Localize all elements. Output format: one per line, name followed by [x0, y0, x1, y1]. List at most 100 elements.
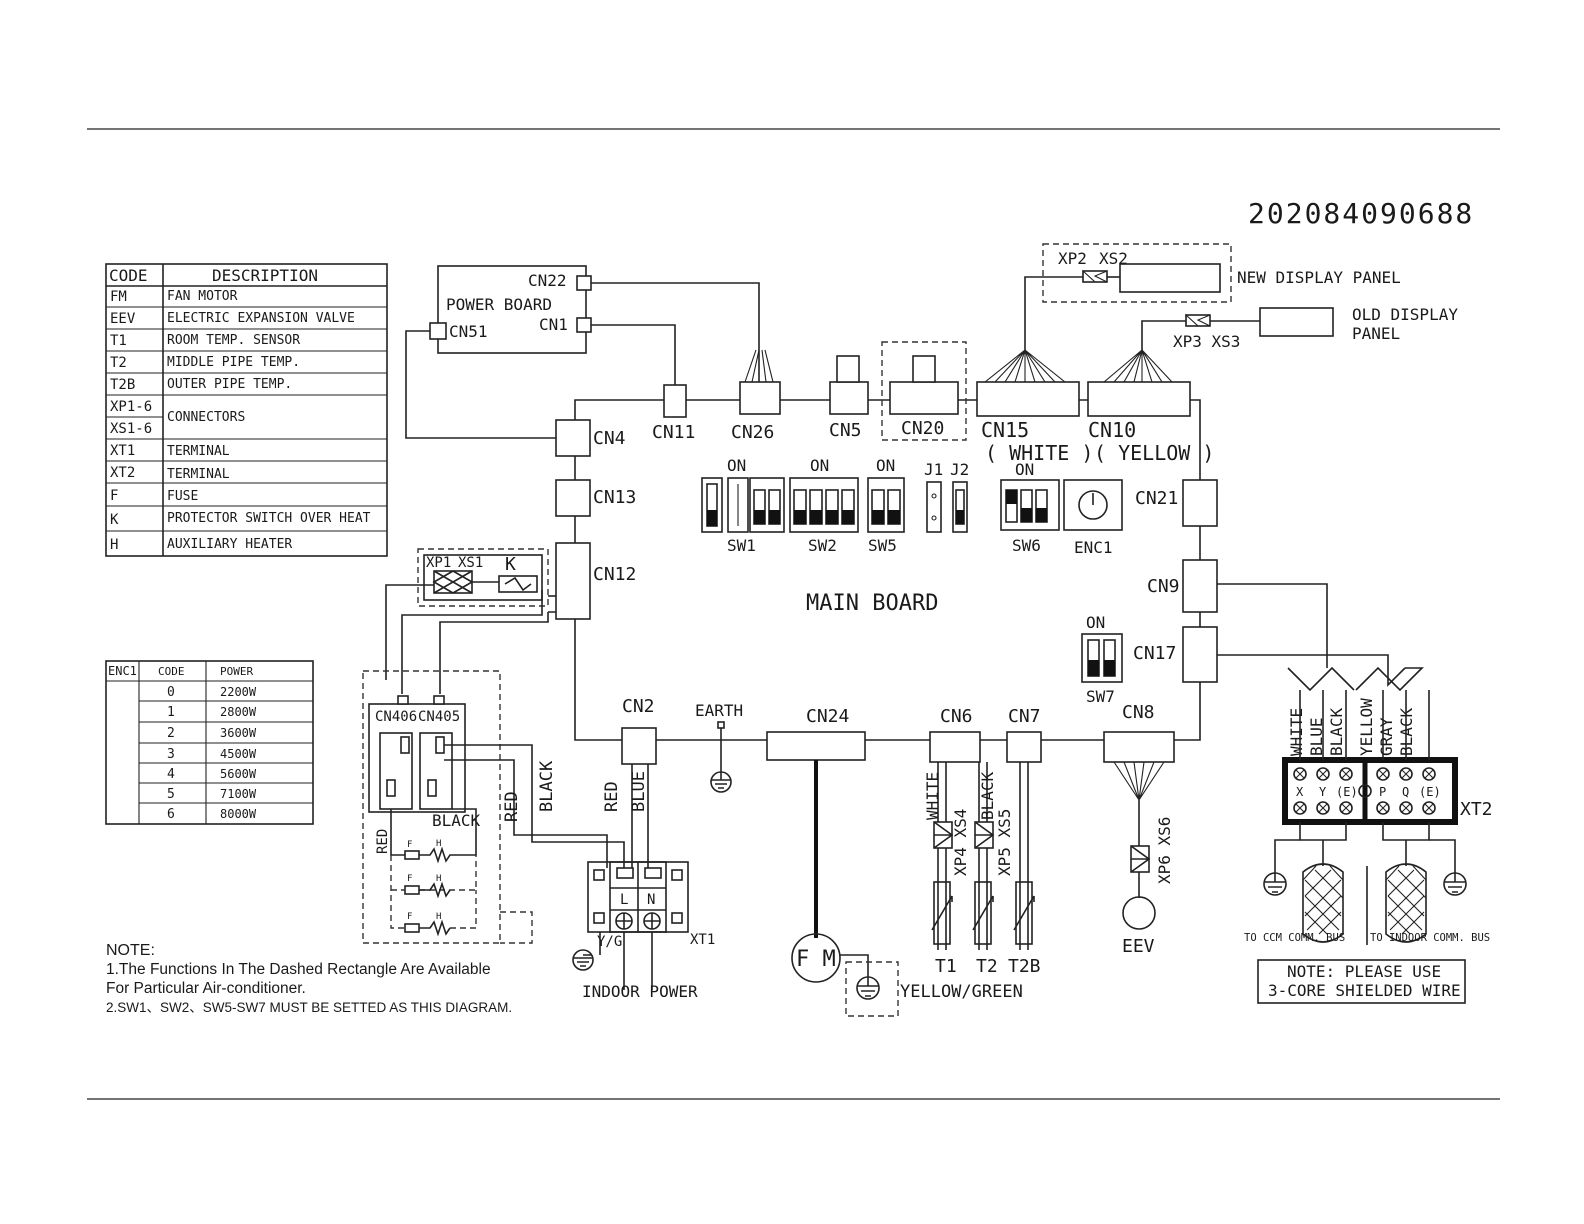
svg-text:XS1: XS1: [458, 555, 483, 571]
general-notes: NOTE: 1.The Functions In The Dashed Rect…: [106, 942, 512, 1015]
wire-label-red: RED: [502, 791, 522, 822]
svg-text:CN405: CN405: [418, 709, 460, 725]
svg-text:CN26: CN26: [731, 422, 774, 443]
svg-text:CN13: CN13: [593, 487, 636, 508]
svg-text:NOTE:: NOTE:: [106, 942, 155, 959]
svg-text:SW7: SW7: [1086, 687, 1115, 706]
svg-text:XT1: XT1: [690, 932, 715, 948]
svg-text:NOTE: PLEASE USE: NOTE: PLEASE USE: [1287, 962, 1441, 981]
xt1-terminal: L N XT1 Y/G INDOOR POWER: [572, 861, 715, 1001]
enc-code: 6: [167, 807, 175, 822]
svg-text:T2: T2: [976, 956, 998, 977]
electric-expansion-valve: XP6 XS6 EEV: [1113, 761, 1174, 957]
svg-text:CN12: CN12: [593, 564, 636, 585]
svg-text:(E): (E): [1419, 785, 1441, 799]
svg-text:ON: ON: [876, 456, 895, 475]
enc-power: 2800W: [220, 705, 257, 719]
legend-header-description: DESCRIPTION: [212, 266, 318, 285]
legend-code: XT1: [110, 443, 135, 459]
legend-description: ROOM TEMP. SENSOR: [167, 333, 300, 348]
svg-text:H: H: [436, 912, 441, 922]
svg-text:CN406: CN406: [375, 709, 417, 725]
svg-text:XS2: XS2: [1099, 249, 1128, 268]
svg-text:SW2: SW2: [808, 536, 837, 555]
wire-label-black: BLACK: [537, 760, 557, 812]
svg-text:CN22: CN22: [528, 271, 567, 290]
legend-header-code: CODE: [109, 266, 148, 285]
svg-text:2.SW1、SW2、SW5-SW7 MUST BE SETT: 2.SW1、SW2、SW5-SW7 MUST BE SETTED AS THIS…: [106, 1000, 512, 1015]
legend-description: CONNECTORS: [167, 410, 245, 425]
svg-text:YELLOW/GREEN: YELLOW/GREEN: [900, 982, 1023, 1002]
svg-text:PANEL: PANEL: [1352, 324, 1400, 343]
legend-code: XS1-6: [110, 421, 152, 437]
svg-text:EARTH: EARTH: [695, 701, 743, 720]
svg-text:SW6: SW6: [1012, 536, 1041, 555]
legend-description: FAN MOTOR: [167, 289, 238, 304]
enc-power: 3600W: [220, 726, 257, 740]
svg-text:BLACK: BLACK: [978, 771, 997, 820]
svg-text:X: X: [1296, 785, 1304, 799]
svg-text:XP6 XS6: XP6 XS6: [1155, 817, 1174, 884]
svg-text:XP1: XP1: [426, 555, 451, 571]
svg-text:F: F: [407, 912, 412, 922]
svg-text:CN51: CN51: [449, 322, 488, 341]
svg-text:OLD DISPLAY: OLD DISPLAY: [1352, 305, 1458, 324]
wire-label-red: RED: [602, 781, 622, 812]
legend-description: PROTECTOR SWITCH OVER HEAT: [167, 511, 371, 526]
document-number: 202084090688: [1248, 197, 1474, 230]
svg-text:WHITE: WHITE: [1287, 708, 1306, 756]
svg-text:ENC1: ENC1: [1074, 538, 1113, 557]
legend-code: T2: [110, 355, 127, 371]
left-connectors: CN4 CN13 CN12: [555, 419, 636, 620]
enc-header-name: ENC1: [108, 664, 137, 678]
svg-text:J1: J1: [924, 460, 943, 479]
svg-text:XP5 XS5: XP5 XS5: [995, 809, 1014, 876]
xt2-terminal: WHITE BLUE BLACK YELLOW GRAY BLACK X Y (…: [1282, 666, 1493, 825]
enc-power: 4500W: [220, 747, 257, 761]
svg-text:N: N: [647, 892, 655, 908]
dip-switches: ON SW1 ON SW2 ON SW5 J1 J2 ON SW6: [701, 456, 1123, 706]
svg-text:1.The Functions In The Dashed: 1.The Functions In The Dashed Rectangle …: [106, 961, 491, 978]
svg-text:Q: Q: [1402, 785, 1409, 799]
svg-text:RED: RED: [375, 829, 391, 854]
top-connectors: CN11 CN26 CN5 CN20 CN15 ( WHITE ) CN10 (…: [652, 341, 1214, 465]
svg-text:CN4: CN4: [593, 428, 626, 449]
right-connectors: CN21 CN9 CN17: [1133, 479, 1218, 683]
enc-code: 4: [167, 767, 175, 782]
svg-text:XP2: XP2: [1058, 249, 1087, 268]
svg-text:GRAY: GRAY: [1377, 717, 1396, 756]
svg-text:ON: ON: [727, 456, 746, 475]
enc-code: 0: [167, 685, 175, 700]
svg-text:K: K: [505, 554, 516, 575]
legend-code: EEV: [110, 311, 136, 327]
svg-text:CN24: CN24: [806, 706, 849, 727]
svg-text:F M: F M: [796, 947, 836, 972]
enc-code: 2: [167, 726, 175, 741]
svg-text:F: F: [407, 874, 412, 884]
svg-text:XP3 XS3: XP3 XS3: [1173, 332, 1240, 351]
svg-text:CN10: CN10: [1088, 418, 1136, 442]
svg-text:For Particular Air-conditioner: For Particular Air-conditioner.: [106, 980, 306, 997]
svg-text:Y/G: Y/G: [597, 934, 622, 950]
svg-text:TO CCM COMM. BUS: TO CCM COMM. BUS: [1244, 932, 1345, 944]
bottom-connectors: CN2 EARTH CN24 CN6 CN7 CN8: [621, 696, 1175, 793]
power-board: POWER BOARD CN22 CN1 CN51: [429, 265, 592, 354]
shielded-wire-note: NOTE: PLEASE USE 3-CORE SHIELDED WIRE: [1257, 959, 1466, 1004]
svg-text:(E): (E): [1336, 785, 1358, 799]
svg-text:( WHITE ): ( WHITE ): [985, 441, 1093, 465]
svg-text:BLUE: BLUE: [1307, 717, 1326, 756]
svg-text:T1: T1: [935, 956, 957, 977]
legend-code: F: [110, 488, 118, 504]
svg-text:CN15: CN15: [981, 418, 1029, 442]
legend-description: MIDDLE PIPE TEMP.: [167, 355, 300, 370]
legend-code: XT2: [110, 465, 135, 481]
svg-text:L: L: [620, 892, 628, 908]
svg-text:( YELLOW ): ( YELLOW ): [1094, 441, 1214, 465]
legend-code: K: [110, 512, 119, 528]
svg-text:CN5: CN5: [829, 420, 862, 441]
legend-code: T2B: [110, 377, 135, 393]
svg-text:BLACK: BLACK: [432, 811, 481, 830]
svg-text:CN17: CN17: [1133, 643, 1176, 664]
shielded-cables: TO CCM COMM. BUS TO INDOOR COMM. BUS: [1244, 822, 1490, 945]
